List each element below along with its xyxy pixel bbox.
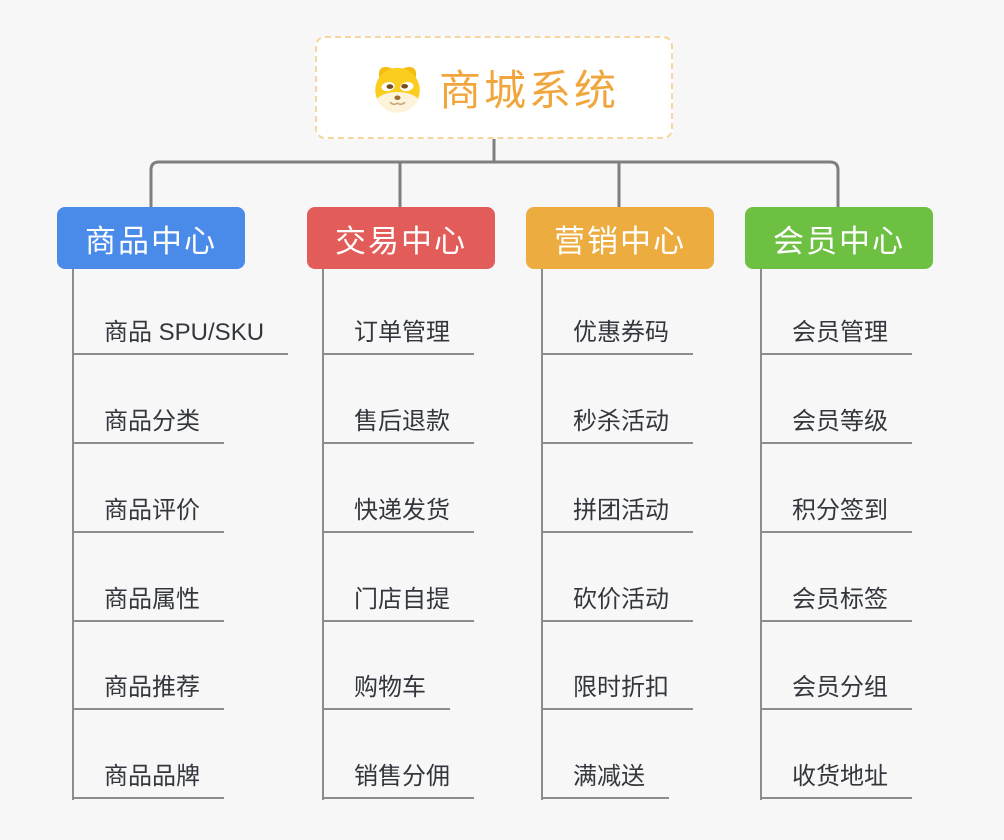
doge-icon (375, 66, 420, 113)
leaf-node[interactable]: 售后退款 (322, 409, 474, 444)
branch-connector-line (541, 269, 543, 800)
branch-node-marketing-center[interactable]: 营销中心 (526, 207, 714, 269)
leaf-node[interactable]: 会员分组 (760, 675, 912, 710)
leaf-node[interactable]: 商品推荐 (72, 675, 224, 710)
leaf-node[interactable]: 会员管理 (760, 320, 912, 355)
branch-connector-line (760, 269, 762, 800)
branch-node-product-center[interactable]: 商品中心 (57, 207, 245, 269)
leaf-node[interactable]: 门店自提 (322, 587, 474, 622)
leaf-node[interactable]: 收货地址 (760, 764, 912, 799)
leaf-node[interactable]: 优惠券码 (541, 320, 693, 355)
branch-label: 会员中心 (773, 223, 905, 259)
branch-connector-line (72, 269, 74, 800)
leaf-node[interactable]: 销售分佣 (322, 764, 474, 799)
leaf-node[interactable]: 满减送 (541, 764, 669, 799)
branch-label: 商品中心 (85, 223, 217, 259)
branch-label: 营销中心 (554, 223, 686, 259)
leaf-node[interactable]: 商品 SPU/SKU (72, 320, 289, 355)
root-title: 商城系统 (438, 67, 619, 114)
leaf-node[interactable]: 商品属性 (72, 587, 224, 622)
leaf-node[interactable]: 会员等级 (760, 409, 912, 444)
leaf-node[interactable]: 砍价活动 (541, 587, 693, 622)
leaf-node[interactable]: 购物车 (322, 675, 450, 710)
leaf-node[interactable]: 商品评价 (72, 498, 224, 533)
leaf-node[interactable]: 会员标签 (760, 587, 912, 622)
branch-rail-line (149, 160, 840, 208)
leaf-node[interactable]: 商品分类 (72, 409, 224, 444)
leaf-node[interactable]: 快递发货 (322, 498, 474, 533)
leaf-node[interactable]: 拼团活动 (541, 498, 693, 533)
leaf-node[interactable]: 限时折扣 (541, 675, 693, 710)
root-node[interactable]: 商城系统 (315, 36, 673, 139)
branch-label: 交易中心 (335, 223, 467, 259)
leaf-node[interactable]: 商品品牌 (72, 764, 224, 799)
leaf-node[interactable]: 秒杀活动 (541, 409, 693, 444)
branch-node-trade-center[interactable]: 交易中心 (307, 207, 495, 269)
leaf-node[interactable]: 订单管理 (322, 320, 474, 355)
leaf-node[interactable]: 积分签到 (760, 498, 912, 533)
branch-node-member-center[interactable]: 会员中心 (745, 207, 933, 269)
branch-connector-line (322, 269, 324, 800)
